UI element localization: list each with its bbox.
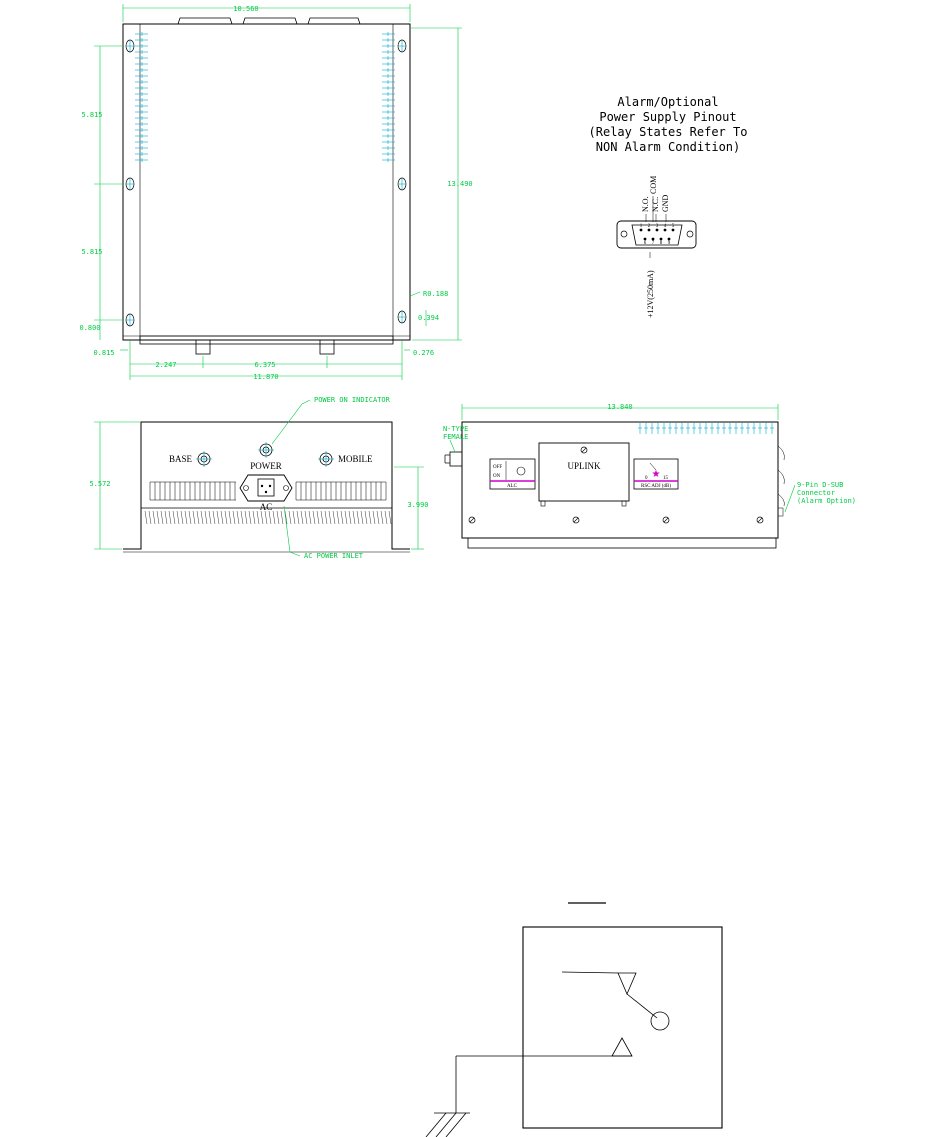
dim-side-width: 13.840: [607, 403, 632, 411]
label-power-on-indicator: POWER ON INDICATOR: [314, 396, 391, 404]
label-connector-2: Connector: [797, 489, 835, 497]
label-gain-low: 0: [645, 476, 648, 481]
label-female: FEMALE: [443, 433, 468, 441]
dim-right-small: 0.394: [418, 314, 439, 322]
label-mobile: MOBILE: [338, 454, 373, 464]
pin-num-5: 5: [672, 224, 675, 229]
label-power: POWER: [250, 461, 282, 471]
label-ac: AC: [260, 502, 273, 512]
dim-height: 13.490: [447, 180, 472, 188]
dim-overall: 11.870: [253, 373, 278, 381]
relay-schematic: [425, 902, 723, 1137]
pinout-title-4: NON Alarm Condition): [596, 140, 741, 154]
pin-no: N.O.: [641, 196, 650, 212]
pinout-diagram: Alarm/Optional Power Supply Pinout (Rela…: [589, 95, 748, 318]
pin-num-4: 4: [664, 224, 667, 229]
dim-left-lower: 5.815: [81, 248, 102, 256]
label-n-type: N-TYPE: [443, 425, 468, 433]
dim-bottom-left: 0.815: [93, 349, 114, 357]
label-base: BASE: [169, 454, 193, 464]
pin-num-6: 6: [644, 241, 647, 246]
pin-com: COM: [649, 176, 658, 194]
front-view: BASE POWER MOBILE AC POWER ON INDICATOR …: [89, 396, 428, 560]
label-alc: ALC: [507, 484, 518, 489]
pin-gnd: GND: [661, 194, 670, 212]
pin-num-9: 9: [668, 241, 671, 246]
top-view: 10.560 5.815 5.815 0.800 0.815 13.490 R0…: [79, 4, 473, 381]
dim-right-bottom: 0.276: [413, 349, 434, 357]
label-connector-3: (Alarm Option): [797, 497, 856, 505]
pin-nc: N.C.: [651, 197, 660, 212]
pin-num-3: 3: [656, 224, 659, 229]
dim-seg-a: 2.247: [155, 361, 176, 369]
label-uplink: UPLINK: [568, 461, 601, 471]
label-on: ON: [493, 474, 501, 479]
dim-width-top: 10.560: [233, 5, 258, 13]
label-ac-power-inlet: AC POWER INLET: [304, 552, 364, 560]
label-connector-1: 9-Pin D-SUB: [797, 481, 843, 489]
dim-left-bottom: 0.800: [79, 324, 100, 332]
pinout-title-1: Alarm/Optional: [617, 95, 718, 109]
pinout-title-2: Power Supply Pinout: [599, 110, 736, 124]
label-gain-caption: RSC ADJ (dB): [641, 484, 671, 489]
pinout-title-3: (Relay States Refer To: [589, 125, 748, 139]
dim-seg-b: 6.375: [254, 361, 275, 369]
pin-num-1: 1: [640, 224, 643, 229]
side-view: N-TYPE FEMALE OFF ON ALC UPLINK ★ 0 15 R…: [443, 403, 856, 549]
label-gain-high: 15: [663, 476, 669, 481]
pin-num-8: 8: [660, 241, 663, 246]
pin-12v: +12V(250mA): [646, 270, 655, 318]
dim-radius: R0.188: [423, 290, 448, 298]
pin-num-7: 7: [652, 241, 655, 246]
label-off: OFF: [493, 465, 502, 470]
dim-fin-height: 3.990: [407, 501, 428, 509]
dim-left-upper: 5.815: [81, 111, 102, 119]
pin-num-2: 2: [648, 224, 651, 229]
gain-knob-icon: ★: [652, 469, 661, 480]
dim-front-height: 5.572: [89, 480, 110, 488]
